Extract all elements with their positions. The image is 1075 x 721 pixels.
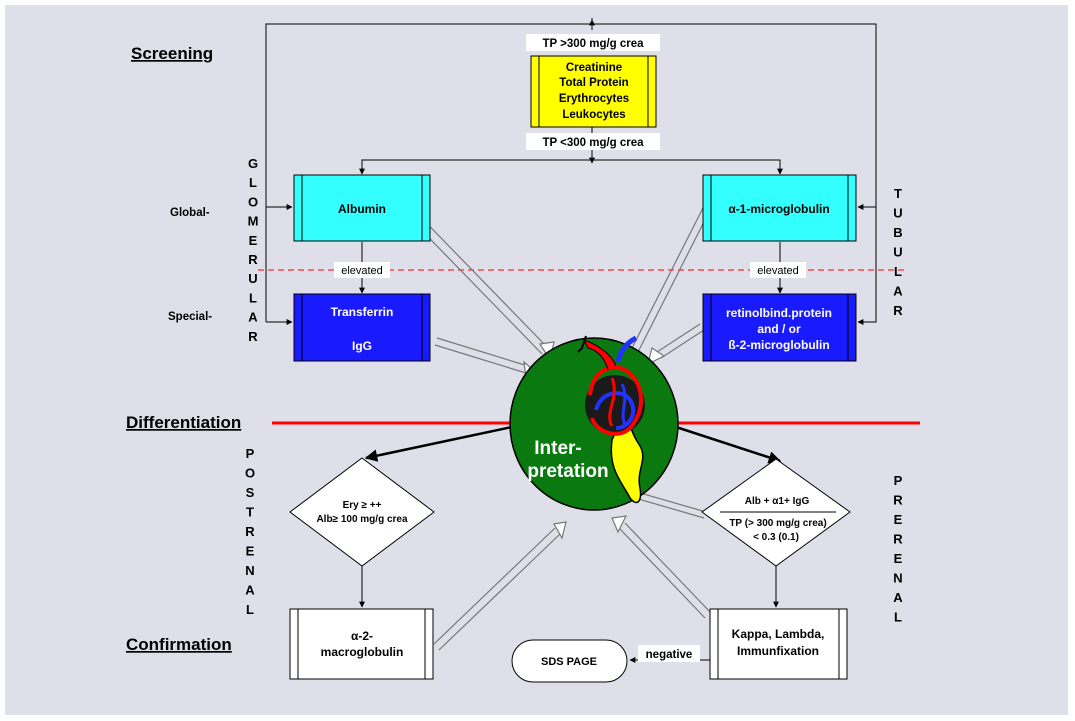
tubular-letter: U [893,245,902,260]
tubular-letter: L [894,264,902,279]
prerenal-letter: P [894,473,903,488]
interpretation-line-2: pretation [527,461,608,482]
albumin-label: Albumin [338,202,386,216]
glomerular-letter: M [248,214,259,229]
elevated-right-label: elevated [757,265,799,277]
alpha2-label-2: macroglobulin [321,645,404,659]
section-differentiation: Differentiation [126,413,241,432]
elevated-right-bg [750,262,806,278]
ery-label-1: Ery ≥ ++ [343,500,382,511]
postrenal-letter: A [245,583,255,598]
section-confirmation: Confirmation [126,635,232,654]
prerenal-letter: A [893,590,903,605]
ratio-value: < 0.3 (0.1) [753,532,799,543]
tubular-letter: T [894,186,902,201]
screening-erythrocytes: Erythrocytes [559,93,629,105]
connectors [265,18,877,663]
negative-label: negative [646,649,693,661]
ery-label-2: Alb≥ 100 mg/g crea [316,514,408,525]
screening-leukocytes: Leukocytes [562,109,625,121]
postrenal-letter: T [246,505,254,520]
prerenal-letter: E [894,551,903,566]
nephron-icon [577,335,645,504]
hollow-arrows [400,201,713,651]
transferrin-label: Transferrin [331,305,394,319]
albumin-box [293,174,431,242]
glomerular-letter: O [248,194,258,209]
igg-label: IgG [352,339,372,353]
alpha1-box [702,174,857,242]
tubular-letter: U [893,206,902,221]
ratio-denominator: TP (> 300 mg/g crea) [729,518,826,529]
transferrin-box [293,293,431,362]
kappa-box [709,608,848,680]
postrenal-letter: P [246,446,255,461]
tp-high-label: TP >300 mg/g crea [542,38,644,50]
tp-high-bg [526,34,660,51]
prerenal-letter: R [893,493,903,508]
sds-page-box [511,639,628,683]
postrenal-letter: S [246,485,255,500]
prerenal-letter: E [894,512,903,527]
screening-box [530,55,657,128]
glomerular-letter: E [249,233,258,248]
rbp-box [702,293,857,362]
alpha2-box [289,608,434,680]
rbp-label-1: retinolbind.protein [726,306,832,320]
postrenal-letter: R [245,524,255,539]
postrenal-letter: L [246,602,254,617]
glomerular-letter: R [248,252,258,267]
center-to-diamonds [364,425,782,464]
glomerular-letter: L [249,290,257,305]
glomerular-letter: L [249,175,257,190]
glomerular-letter: G [248,156,258,171]
tubular-letter: A [893,284,903,299]
elevated-left-label: elevated [341,265,383,277]
glomerular-letter: U [248,271,257,286]
ery-diamond [289,457,435,567]
ratio-numerator: Alb + α1+ IgG [745,496,810,507]
glomerular-letter: A [248,310,258,325]
special-label: Special- [168,311,212,323]
kappa-label-2: Immunfixation [737,644,819,658]
rbp-label-3: ß-2-microglobulin [728,338,829,352]
postrenal-letter: E [246,544,255,559]
prerenal-letter: R [893,532,903,547]
sds-page-label: SDS PAGE [541,656,597,668]
prerenal-letter: N [893,571,902,586]
tp-low-bg [526,133,660,150]
screening-total-protein: Total Protein [559,77,628,89]
rbp-label-2: and / or [757,322,801,336]
tubular-letter: B [893,225,902,240]
section-screening: Screening [131,44,213,63]
tp-low-label: TP <300 mg/g crea [542,137,644,149]
tubular-letter: R [893,303,903,318]
global-label: Global- [170,207,210,219]
negative-bg [638,645,700,662]
kappa-label-1: Kappa, Lambda, [732,627,825,641]
screening-creatinine: Creatinine [566,62,622,74]
postrenal-letter: O [245,466,255,481]
interpretation-line-1: Inter- [534,438,582,459]
alpha2-label-1: α-2- [351,629,373,643]
glomerular-letter: R [248,329,258,344]
alpha1-label: α-1-microglobulin [728,202,829,216]
prerenal-letter: L [894,610,902,625]
elevated-left-bg [334,262,390,278]
postrenal-letter: N [245,563,254,578]
